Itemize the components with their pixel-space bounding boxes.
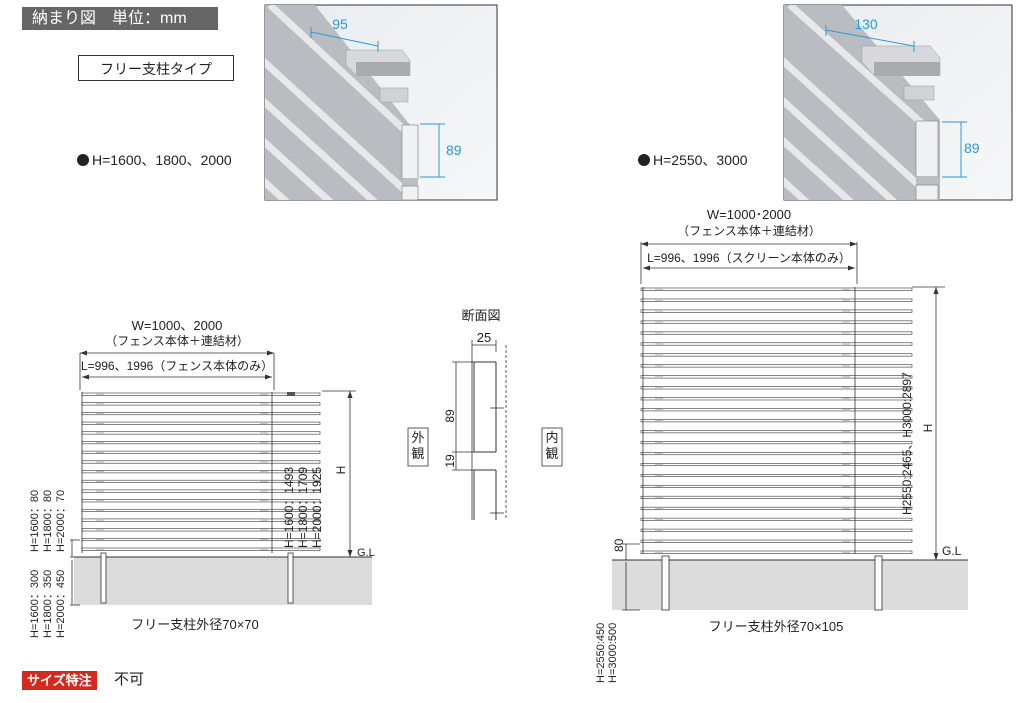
fence-slat xyxy=(640,419,913,423)
section-dim-gap: 19 xyxy=(443,454,457,468)
type-label: フリー支柱タイプ xyxy=(78,55,234,81)
right-clearance: 80 xyxy=(612,538,626,552)
bullet-icon xyxy=(77,154,89,166)
left-clearance-2000: H=2000：70 xyxy=(55,490,67,552)
fence-slat xyxy=(640,441,913,445)
fence-slat xyxy=(640,463,913,467)
right-width-sub: （フェンス本体＋連結材） xyxy=(677,224,821,238)
left-clearance-1800: H=1800：80 xyxy=(42,490,54,552)
fence-slat xyxy=(81,402,321,406)
section-outer-label: 外観 xyxy=(411,430,425,461)
fence-slat xyxy=(640,430,913,434)
fence-slat xyxy=(640,517,913,521)
fence-slat xyxy=(640,309,913,313)
right-embed-3000: H=3000:500 xyxy=(607,623,619,683)
right-post-label: フリー支柱外径70×105 xyxy=(709,619,844,634)
right-heights: H=2550、3000 xyxy=(638,150,748,170)
fence-slat xyxy=(640,539,913,543)
fence-slat xyxy=(640,506,913,510)
section-dim-top: 25 xyxy=(477,330,491,345)
size-special-tag: サイズ特注 xyxy=(22,671,97,690)
right-height-value: H2550:2465、H3000:2897 xyxy=(900,372,914,515)
page-title: 納まり図 単位：mm xyxy=(22,7,218,30)
fence-slat xyxy=(640,364,913,368)
left-heights: H=1600、1800、2000 xyxy=(77,150,232,170)
fence-slat xyxy=(640,408,913,412)
left-photo-top-dim: 95 xyxy=(332,16,348,32)
left-embed-2000: H=2000：450 xyxy=(55,570,67,638)
section-title: 断面図 xyxy=(461,308,500,323)
fence-slat xyxy=(640,397,913,401)
left-clearance-1600: H=1600：80 xyxy=(29,490,41,552)
right-length-label: L=996、1996（スクリーン本体のみ） xyxy=(647,251,851,265)
right-photo-top-dim: 130 xyxy=(854,16,878,32)
right-h-letter: H xyxy=(921,424,935,433)
bullet-icon xyxy=(638,154,650,166)
left-gl: G.L xyxy=(357,547,375,559)
right-embed-2550: H=2550:450 xyxy=(595,623,607,683)
fence-slat xyxy=(640,342,913,346)
fence-slat xyxy=(640,298,913,302)
left-length-label: L=996、1996（フェンス本体のみ） xyxy=(81,359,273,373)
left-post-label: フリー支柱外径70×70 xyxy=(131,617,259,632)
left-height-1600: H=1600：1493 xyxy=(282,467,296,548)
fence-slat xyxy=(640,331,913,335)
right-fence-slats xyxy=(640,287,913,554)
right-detail-photo: 130 89 xyxy=(783,4,1013,201)
fence-slat xyxy=(640,484,913,488)
fence-slat xyxy=(640,550,913,554)
right-width-label: W=1000･2000 xyxy=(707,207,791,222)
fence-slat xyxy=(640,353,913,357)
fence-slat xyxy=(640,386,913,390)
left-heights-text: H=1600、1800、2000 xyxy=(92,152,232,168)
right-heights-text: H=2550、3000 xyxy=(653,152,748,168)
fence-slat xyxy=(81,441,321,445)
left-height-2000: H=2000：1925 xyxy=(310,467,324,548)
section-dim-slat: 89 xyxy=(443,409,457,423)
left-photo-side-dim: 89 xyxy=(446,142,462,158)
fence-slat xyxy=(81,421,321,425)
fence-slat xyxy=(640,287,913,291)
left-h-letter: H xyxy=(334,466,348,475)
fence-slat xyxy=(81,392,321,396)
section-drawing: 断面図 25 89 19 xyxy=(407,308,563,520)
fence-slat xyxy=(81,412,321,416)
fence-slat xyxy=(640,452,913,456)
section-inner-label: 内観 xyxy=(545,430,559,461)
fence-slat xyxy=(81,450,321,454)
left-width-sub: （フェンス本体＋連結材） xyxy=(105,334,249,348)
fence-slat xyxy=(640,473,913,477)
left-elevation: W=1000、2000 （フェンス本体＋連結材） L=996、1996（フェンス… xyxy=(29,318,375,638)
left-detail-photo: 95 89 xyxy=(264,4,498,201)
size-special-value: 不可 xyxy=(114,671,145,688)
fence-slat xyxy=(640,528,913,532)
left-height-1800: H=1800：1709 xyxy=(296,467,310,548)
right-photo-side-dim: 89 xyxy=(964,140,980,156)
fence-slat xyxy=(640,495,913,499)
left-ground xyxy=(74,557,372,605)
left-embed-1600: H=1600：300 xyxy=(29,570,41,638)
right-gl: G.L xyxy=(942,544,962,558)
fence-slat xyxy=(640,320,913,324)
fence-slat xyxy=(640,375,913,379)
left-embed-1800: H=1800：350 xyxy=(42,570,54,638)
fence-slat xyxy=(81,431,321,435)
fence-slat xyxy=(81,460,321,464)
left-width-label: W=1000、2000 xyxy=(132,318,223,333)
right-elevation: W=1000･2000 （フェンス本体＋連結材） L=996、1996（スクリー… xyxy=(595,207,968,683)
right-ground xyxy=(612,560,968,610)
